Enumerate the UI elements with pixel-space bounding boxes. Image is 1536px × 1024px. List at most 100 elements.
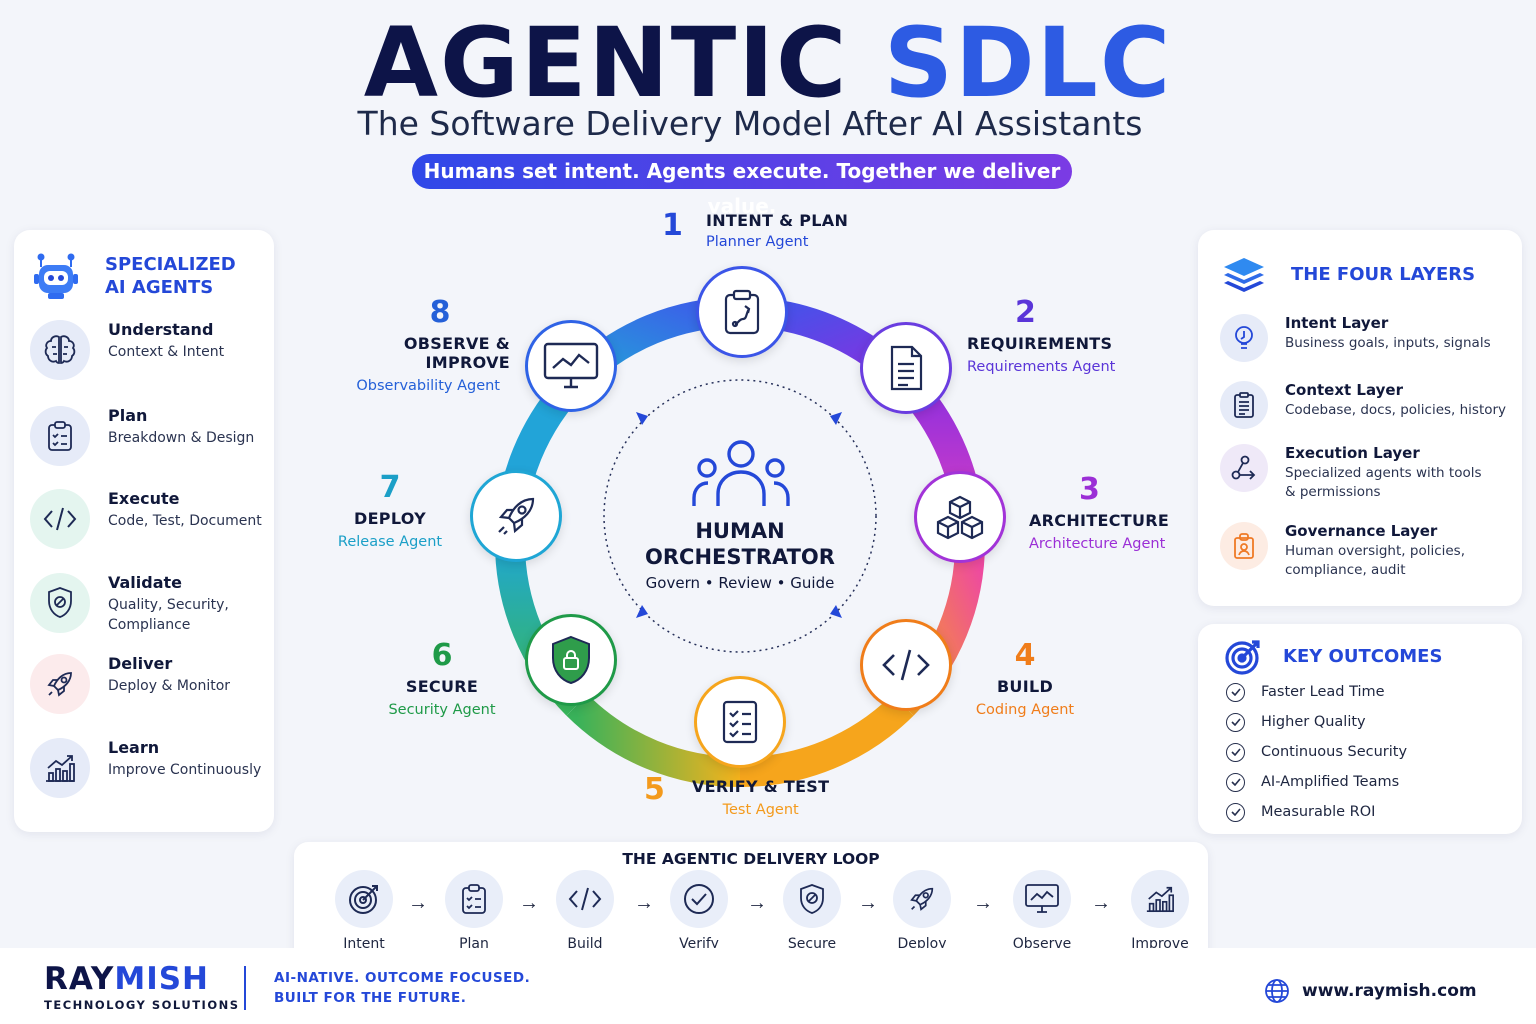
tagline-banner: Humans set intent. Agents execute. Toget… <box>412 154 1072 218</box>
arrow-right-icon: → <box>408 892 428 914</box>
layer-text: Governance Layer Human oversight, polici… <box>1285 522 1510 580</box>
stage-node-build[interactable] <box>860 619 952 711</box>
ring-segment <box>566 694 741 788</box>
document-icon <box>1220 381 1268 429</box>
specialized-agents-card: SPECIALIZED AI AGENTS Understand Context… <box>14 230 274 832</box>
center-title-line: HUMAN <box>695 519 785 543</box>
stage-title: OBSERVE & IMPROVE <box>403 334 510 372</box>
arrow-right-icon: → <box>858 892 878 914</box>
code-icon <box>30 489 90 549</box>
agent-title: Understand <box>108 320 214 339</box>
stage-node-architecture[interactable] <box>914 471 1006 563</box>
badge-icon <box>1220 522 1268 570</box>
outcome-label: Higher Quality <box>1261 714 1366 730</box>
people-group-icon <box>690 438 792 515</box>
layer-text: Intent Layer Business goals, inputs, sig… <box>1285 314 1510 353</box>
check-circle-icon <box>1226 802 1245 822</box>
layer-subtitle: Specialized agents with tools <box>1285 465 1482 481</box>
globe-icon <box>1265 979 1289 1003</box>
growth-chart-icon <box>30 738 90 798</box>
layer-title: Execution Layer <box>1285 444 1420 462</box>
stage-label-secure: 6 SECURE Security Agent <box>384 638 500 718</box>
footer: RAYMISH TECHNOLOGY SOLUTIONS AI-NATIVE. … <box>0 948 1536 1024</box>
stage-text: INTENT & PLAN Planner Agent <box>706 208 848 250</box>
stage-node-secure[interactable] <box>525 614 617 706</box>
check-circle-icon <box>1226 712 1245 732</box>
workflow-icon <box>1220 444 1268 492</box>
outcome-label: AI-Amplified Teams <box>1261 774 1400 790</box>
layer-subtitle: & permissions <box>1285 484 1381 500</box>
growth-chart-icon <box>1131 870 1189 928</box>
stage-node-intent-plan[interactable] <box>696 266 788 358</box>
monitor-icon <box>543 342 599 389</box>
human-orchestrator-subtitle: Govern • Review • Guide <box>645 574 835 592</box>
motto-line: BUILT FOR THE FUTURE. <box>274 990 467 1006</box>
layers-stack-icon <box>1222 256 1266 301</box>
specialized-agents-heading: SPECIALIZED AI AGENTS <box>105 253 236 299</box>
stage-agent: Coding Agent <box>975 702 1075 718</box>
layer-title: Context Layer <box>1285 381 1403 399</box>
rocket-icon <box>30 654 90 714</box>
outcome-item: Higher Quality <box>1226 711 1366 733</box>
stage-title: VERIFY & TEST <box>691 777 830 796</box>
agent-subtitle: Quality, Security, <box>108 597 229 613</box>
page-subtitle: The Software Delivery Model After AI Ass… <box>357 104 1143 143</box>
target-icon <box>335 870 393 928</box>
stage-node-observe-improve[interactable] <box>525 320 617 412</box>
layer-subtitle: compliance, audit <box>1285 562 1406 578</box>
loop-step-improve: Improve <box>1115 870 1205 952</box>
layer-title: Governance Layer <box>1285 522 1438 540</box>
layer-text: Context Layer Codebase, docs, policies, … <box>1285 381 1510 420</box>
stage-node-deploy[interactable] <box>470 470 562 562</box>
footer-divider <box>244 966 246 1010</box>
outcome-item: AI-Amplified Teams <box>1226 771 1399 793</box>
loop-step-intent: Intent <box>319 870 409 952</box>
stage-label-requirements: 2 REQUIREMENTS Requirements Agent <box>967 295 1115 375</box>
key-outcomes-heading: KEY OUTCOMES <box>1283 646 1443 667</box>
target-icon <box>1224 638 1262 681</box>
stage-label-architecture: 3 ARCHITECTURE Architecture Agent <box>1029 472 1169 552</box>
agent-title: Learn <box>108 738 160 757</box>
clipboard-icon <box>30 406 90 466</box>
stage-number: 3 <box>1079 472 1100 507</box>
robot-icon <box>34 252 78 305</box>
title-part-agentic: AGENTIC <box>363 7 849 119</box>
outcome-label: Measurable ROI <box>1261 804 1376 820</box>
human-orchestrator-title: HUMAN ORCHESTRATOR <box>600 518 880 570</box>
outcome-item: Faster Lead Time <box>1226 681 1385 703</box>
delivery-loop-title: THE AGENTIC DELIVERY LOOP <box>622 850 880 868</box>
stage-title: SECURE <box>405 677 479 696</box>
stage-number: 6 <box>431 638 453 673</box>
agent-text: Validate Quality, Security, Compliance <box>108 573 229 635</box>
shield-icon <box>783 870 841 928</box>
arrow-right-icon: → <box>747 892 767 914</box>
agent-title: Execute <box>108 489 180 508</box>
loop-step-build: Build <box>540 870 630 952</box>
agent-text: Deliver Deploy & Monitor <box>108 654 230 696</box>
agent-subtitle: Compliance <box>108 617 191 633</box>
stage-number: 2 <box>1015 295 1036 330</box>
stage-node-verify-test[interactable] <box>694 676 786 768</box>
agent-text: Execute Code, Test, Document <box>108 489 262 531</box>
stage-node-requirements[interactable] <box>860 322 952 414</box>
website-link[interactable]: www.raymish.com <box>1264 978 1477 1004</box>
key-outcomes-card: KEY OUTCOMES Faster Lead Time Higher Qua… <box>1198 624 1522 834</box>
outcome-item: Measurable ROI <box>1226 801 1375 823</box>
stage-label-verify-test: 5 VERIFY & TEST Test Agent <box>644 772 829 818</box>
rocket-icon <box>498 497 535 535</box>
brand-subtitle: TECHNOLOGY SOLUTIONS <box>44 998 240 1012</box>
heading-line: SPECIALIZED <box>105 254 236 275</box>
arrow-right-icon: → <box>519 892 539 914</box>
page-title: AGENTIC SDLC <box>0 8 1536 118</box>
stage-number: 1 <box>662 208 683 243</box>
layer-subtitle: Human oversight, policies, <box>1285 543 1466 559</box>
arrow-right-icon: → <box>634 892 654 914</box>
footer-motto: AI-NATIVE. OUTCOME FOCUSED. BUILT FOR TH… <box>274 968 530 1008</box>
stage-label-observe-improve: 8 OBSERVE & IMPROVE Observability Agent <box>330 295 510 394</box>
arrow-right-icon: → <box>1091 892 1111 914</box>
outcome-label: Faster Lead Time <box>1261 684 1385 700</box>
loop-step-secure: Secure <box>767 870 857 952</box>
stage-title: ARCHITECTURE <box>1029 511 1170 530</box>
checklist-icon <box>722 700 758 744</box>
brand-name: RAYMISH <box>44 962 240 996</box>
